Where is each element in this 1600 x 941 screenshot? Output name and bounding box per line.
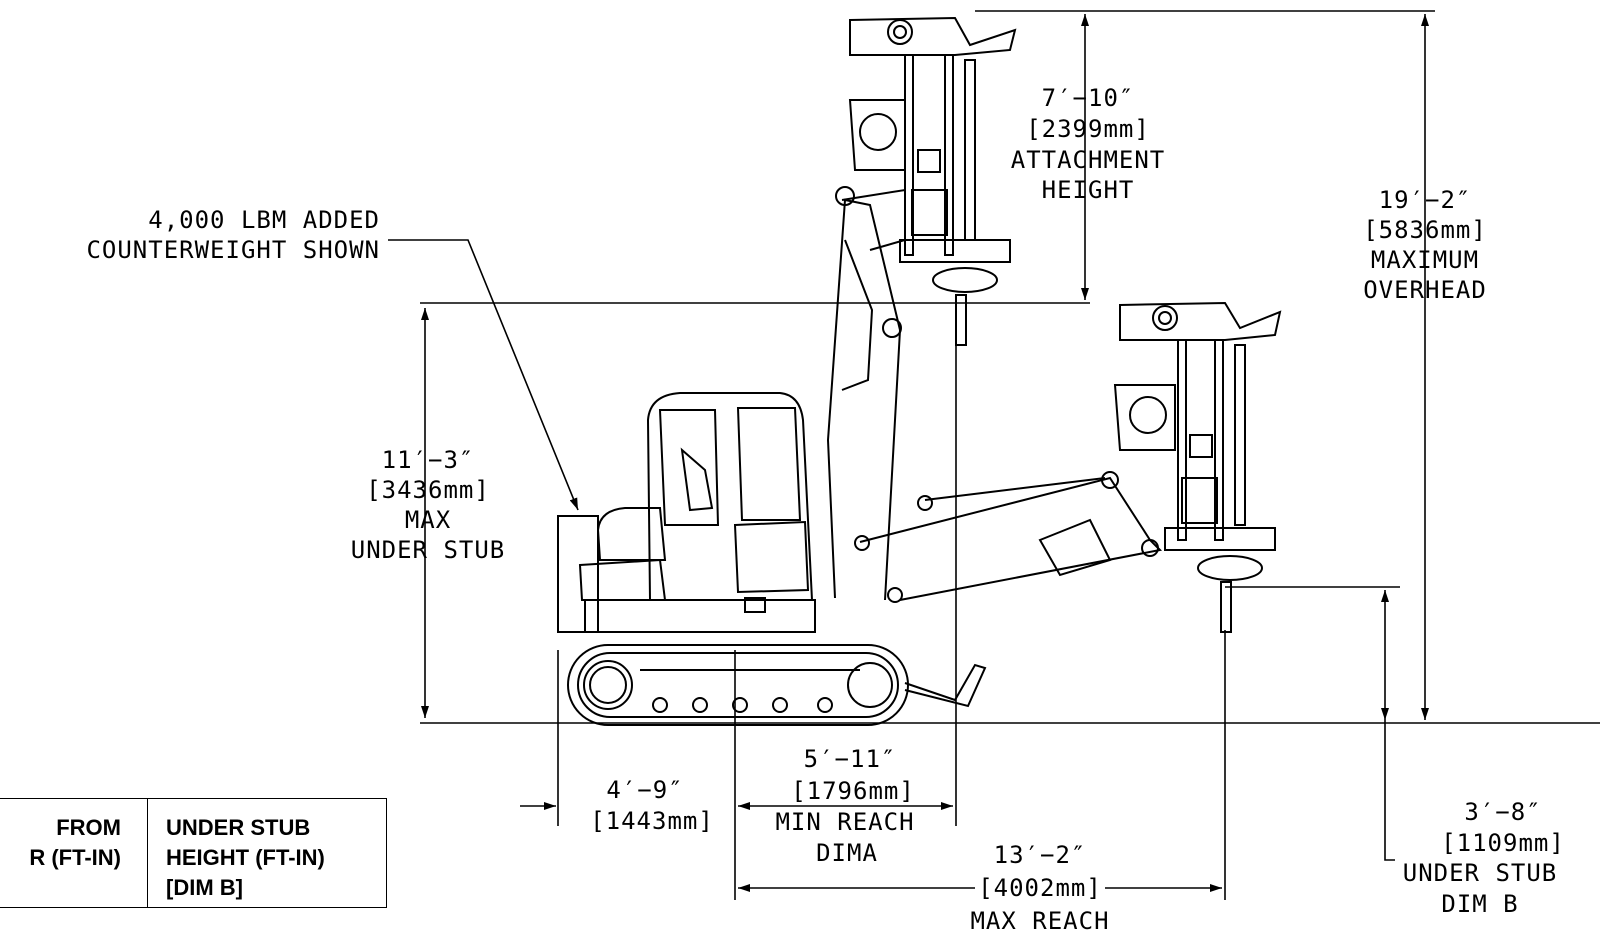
max-under-stub-mm: [3436mm] <box>366 476 490 504</box>
table-header-reach: FROM R (FT-IN) <box>0 798 148 908</box>
min-reach-label1: MIN REACH <box>775 808 914 836</box>
attachment-height-label2: HEIGHT <box>1042 176 1135 204</box>
excavator <box>557 186 1163 726</box>
counterweight-note-line2: COUNTERWEIGHT SHOWN <box>86 236 380 264</box>
dim-b-leader <box>1384 720 1395 861</box>
max-reach-mm: [4002mm] <box>978 874 1102 902</box>
cab <box>646 392 813 601</box>
dim-b-ftin: 3′−8″ <box>1464 798 1541 826</box>
dim-b-label1: UNDER STUB <box>1403 859 1558 887</box>
min-reach-label2: DIMA <box>816 839 878 867</box>
counterweight-leader <box>388 239 579 511</box>
max-overhead-label2: OVERHEAD <box>1363 276 1487 304</box>
table-row: FROM R (FT-IN) UNDER STUB HEIGHT (FT-IN)… <box>0 798 387 908</box>
max-under-stub-ftin: 11′−3″ <box>382 446 475 474</box>
attachment-height-ftin: 7′−10″ <box>1042 84 1135 112</box>
max-overhead-mm: [5836mm] <box>1363 216 1487 244</box>
dim-b-label2: DIM B <box>1441 890 1518 918</box>
max-reach-ftin: 13′−2″ <box>994 841 1087 869</box>
max-under-stub-label2: UNDER STUB <box>351 536 506 564</box>
offset-mm: [1443mm] <box>590 807 714 835</box>
extended-arm <box>859 476 1163 601</box>
attachment-height-label1: ATTACHMENT <box>1011 146 1166 174</box>
min-reach-ftin: 5′−11″ <box>804 745 897 773</box>
counterweight-note-line1: 4,000 LBM ADDED <box>148 206 380 234</box>
counterweight-block <box>557 515 599 633</box>
attachment-height-mm: [2399mm] <box>1026 115 1150 143</box>
spec-table: FROM R (FT-IN) UNDER STUB HEIGHT (FT-IN)… <box>0 798 387 908</box>
attachment-lower <box>1113 301 1282 633</box>
dozer-blade <box>904 663 987 708</box>
max-overhead-label1: MAXIMUM <box>1371 246 1479 274</box>
track <box>567 644 909 726</box>
boom <box>826 198 902 601</box>
dim-b-mm: [1109mm] <box>1441 829 1565 857</box>
max-under-stub-label1: MAX <box>405 506 451 534</box>
max-reach-label1: MAX REACH <box>970 907 1109 935</box>
attachment-upper <box>848 16 1017 346</box>
max-overhead-ftin: 19′−2″ <box>1379 186 1472 214</box>
min-reach-mm: [1796mm] <box>791 777 915 805</box>
table-header-under-stub: UNDER STUB HEIGHT (FT-IN) [DIM B] <box>147 798 387 908</box>
offset-ftin: 4′−9″ <box>606 776 683 804</box>
